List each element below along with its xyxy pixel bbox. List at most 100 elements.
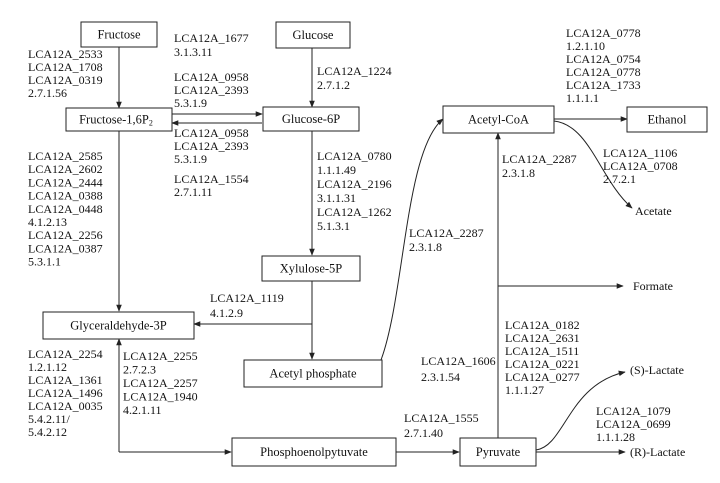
label-line: LCA12A_0699	[596, 417, 671, 431]
node-phosphoenolpyruvate: Phosphoenolpytuvate	[231, 437, 397, 467]
label-line: LCA12A_2255	[123, 349, 198, 363]
label-line: LCA12A_0780	[317, 149, 392, 163]
node-acetylphosphate: Acetyl phosphate	[243, 359, 383, 388]
node-ethanol-label: Ethanol	[648, 113, 687, 127]
label-line: LCA12A_1555	[404, 411, 479, 425]
label-line: 2.3.1.54	[421, 370, 460, 384]
label-line: LCA12A_0388	[28, 189, 103, 203]
label-line: 1.2.1.10	[566, 39, 605, 53]
label-line: LCA12A_2631	[505, 331, 580, 345]
fructose16p2-main: Fructose-1,6P	[79, 113, 149, 127]
label-line: LCA12A_0035	[28, 399, 103, 413]
label-line: 2.7.2.3	[123, 363, 156, 377]
label-line: LCA12A_2533	[28, 47, 103, 61]
label-line: LCA12A_1708	[28, 60, 103, 74]
label-line: LCA12A_0708	[603, 159, 678, 173]
label-line: 3.1.3.11	[174, 45, 213, 59]
label-line: LCA12A_1106	[603, 146, 677, 160]
label-line: 5.1.3.1	[317, 219, 350, 233]
label-line: 3.1.1.31	[317, 191, 356, 205]
label-line: LCA12A_0182	[505, 318, 580, 332]
label-line: 5.4.2.11/	[28, 412, 71, 426]
label-line: LCA12A_1119	[210, 291, 284, 305]
label-line: 4.2.1.11	[123, 403, 162, 417]
label-line: LCA12A_1733	[566, 78, 641, 92]
label-line: LCA12A_2585	[28, 149, 103, 163]
label-line: 1.1.1.27	[505, 383, 544, 397]
label-line: 4.1.2.9	[210, 306, 243, 320]
label-line: 5.4.2.12	[28, 425, 67, 439]
label-line: LCA12A_2393	[174, 139, 249, 153]
label-line: LCA12A_2287	[409, 226, 484, 240]
node-glucose6p-label: Glucose-6P	[282, 112, 340, 126]
label-pyruvate-to-acetylcoa: LCA12A_1606 2.3.1.54	[421, 354, 496, 384]
label-line: LCA12A_0778	[566, 26, 641, 40]
node-glucose-label: Glucose	[293, 28, 334, 42]
node-acetate-label: Acetate	[635, 204, 672, 218]
node-xylulose5p-label: Xylulose-5P	[280, 262, 343, 276]
label-line: 1.1.1.1	[566, 91, 599, 105]
edge-acetylcoa-to-acetate	[553, 120, 633, 209]
node-glyceraldehyde3p: Glyceraldehyde-3P	[42, 311, 195, 340]
pathway-edges	[116, 47, 633, 455]
node-fructose16p2: Fructose-1,6P2	[65, 107, 173, 132]
node-glucose6p: Glucose-6P	[262, 106, 360, 132]
label-line: LCA12A_0277	[505, 370, 580, 384]
label-line: 2.3.1.8	[502, 166, 535, 180]
label-line: LCA12A_1511	[505, 344, 579, 358]
edge-acetylphosphate-to-acetylcoa	[380, 118, 444, 361]
label-line: LCA12A_0754	[566, 52, 641, 66]
label-line: 1.1.1.49	[317, 163, 356, 177]
label-line: LCA12A_1677	[174, 31, 249, 45]
label-line: 5.3.1.1	[28, 255, 61, 269]
label-line: LCA12A_2256	[28, 228, 103, 242]
node-pyruvate: Pyruvate	[459, 437, 537, 467]
label-line: LCA12A_2602	[28, 162, 103, 176]
label-line: 2.7.1.56	[28, 86, 67, 100]
label-line: 1.1.1.28	[596, 430, 635, 444]
label-line: LCA12A_2257	[123, 376, 198, 390]
label-line: LCA12A_1606	[421, 354, 496, 368]
label-line: LCA12A_2254	[28, 347, 103, 361]
fructose16p2-subscript: 2	[149, 118, 153, 127]
label-line: LCA12A_0448	[28, 202, 103, 216]
node-xylulose5p: Xylulose-5P	[261, 255, 361, 282]
label-line: 4.1.2.13	[28, 215, 67, 229]
label-line: LCA12A_2393	[174, 83, 249, 97]
label-line: LCA12A_1079	[596, 404, 671, 418]
node-ethanol: Ethanol	[626, 106, 708, 133]
node-formate-label: Formate	[633, 279, 673, 293]
label-line: 2.7.1.40	[404, 426, 443, 440]
node-rlactate-label: (R)-Lactate	[630, 445, 685, 459]
label-line: LCA12A_0778	[566, 65, 641, 79]
edge-pyruvate-to-slactate	[535, 370, 626, 451]
node-pyruvate-label: Pyruvate	[476, 445, 521, 459]
label-line: 2.3.1.8	[409, 240, 442, 254]
label-line: LCA12A_0958	[174, 70, 249, 84]
node-acetylcoa-label: Acetyl-CoA	[468, 113, 529, 127]
node-slactate-label: (S)-Lactate	[630, 363, 684, 377]
label-line: LCA12A_2444	[28, 175, 103, 189]
node-fructose: Fructose	[80, 21, 158, 48]
label-line: 2.7.1.2	[317, 78, 350, 92]
label-line: LCA12A_2287	[502, 152, 577, 166]
label-line: LCA12A_0387	[28, 241, 103, 255]
label-line: 5.3.1.9	[174, 96, 207, 110]
label-line: 1.2.1.12	[28, 360, 67, 374]
label-line: LCA12A_1262	[317, 205, 392, 219]
label-line: LCA12A_1496	[28, 386, 103, 400]
